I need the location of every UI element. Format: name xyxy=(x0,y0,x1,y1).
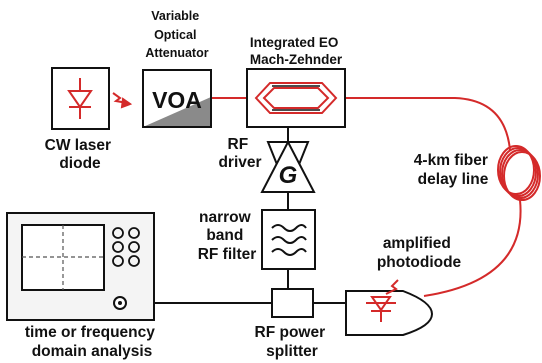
mach-zehnder-modulator xyxy=(246,68,346,128)
laser-label: CW laser diode xyxy=(45,137,116,172)
scope-knobs xyxy=(112,227,140,267)
rf-driver-amplifier: G xyxy=(260,139,316,195)
filter-label: narrow band RF filter xyxy=(198,209,257,263)
voa-title: Variable Optical Attenuator xyxy=(145,9,208,60)
electrical-path xyxy=(138,127,346,304)
photodiode-label: amplified photodiode xyxy=(377,235,462,271)
rf-filter-block xyxy=(261,209,316,270)
cw-laser-diode xyxy=(51,67,110,130)
analysis-label: time or frequency domain analysis xyxy=(25,324,159,360)
voa-block: VOA xyxy=(142,69,212,128)
mz-title: Integrated EO Mach-Zehnder xyxy=(250,35,343,67)
oscilloscope xyxy=(6,212,155,321)
voa-label: VOA xyxy=(152,87,202,113)
splitter-label: RF power splitter xyxy=(255,324,330,360)
amplified-photodiode xyxy=(345,279,434,336)
rf-power-splitter xyxy=(271,288,314,318)
laser-emission-arrow xyxy=(112,92,133,109)
gain-symbol: G xyxy=(279,162,298,189)
fiber-label: 4-km fiber delay line xyxy=(414,152,492,188)
rf-driver-label: RF driver xyxy=(218,136,261,171)
fiber-mz-to-coil xyxy=(345,97,511,151)
fiber-coil-loops xyxy=(497,145,541,201)
filter-wave-icon xyxy=(271,224,307,256)
optical-path xyxy=(211,97,541,297)
fiber-coil-to-photodiode xyxy=(423,199,522,297)
